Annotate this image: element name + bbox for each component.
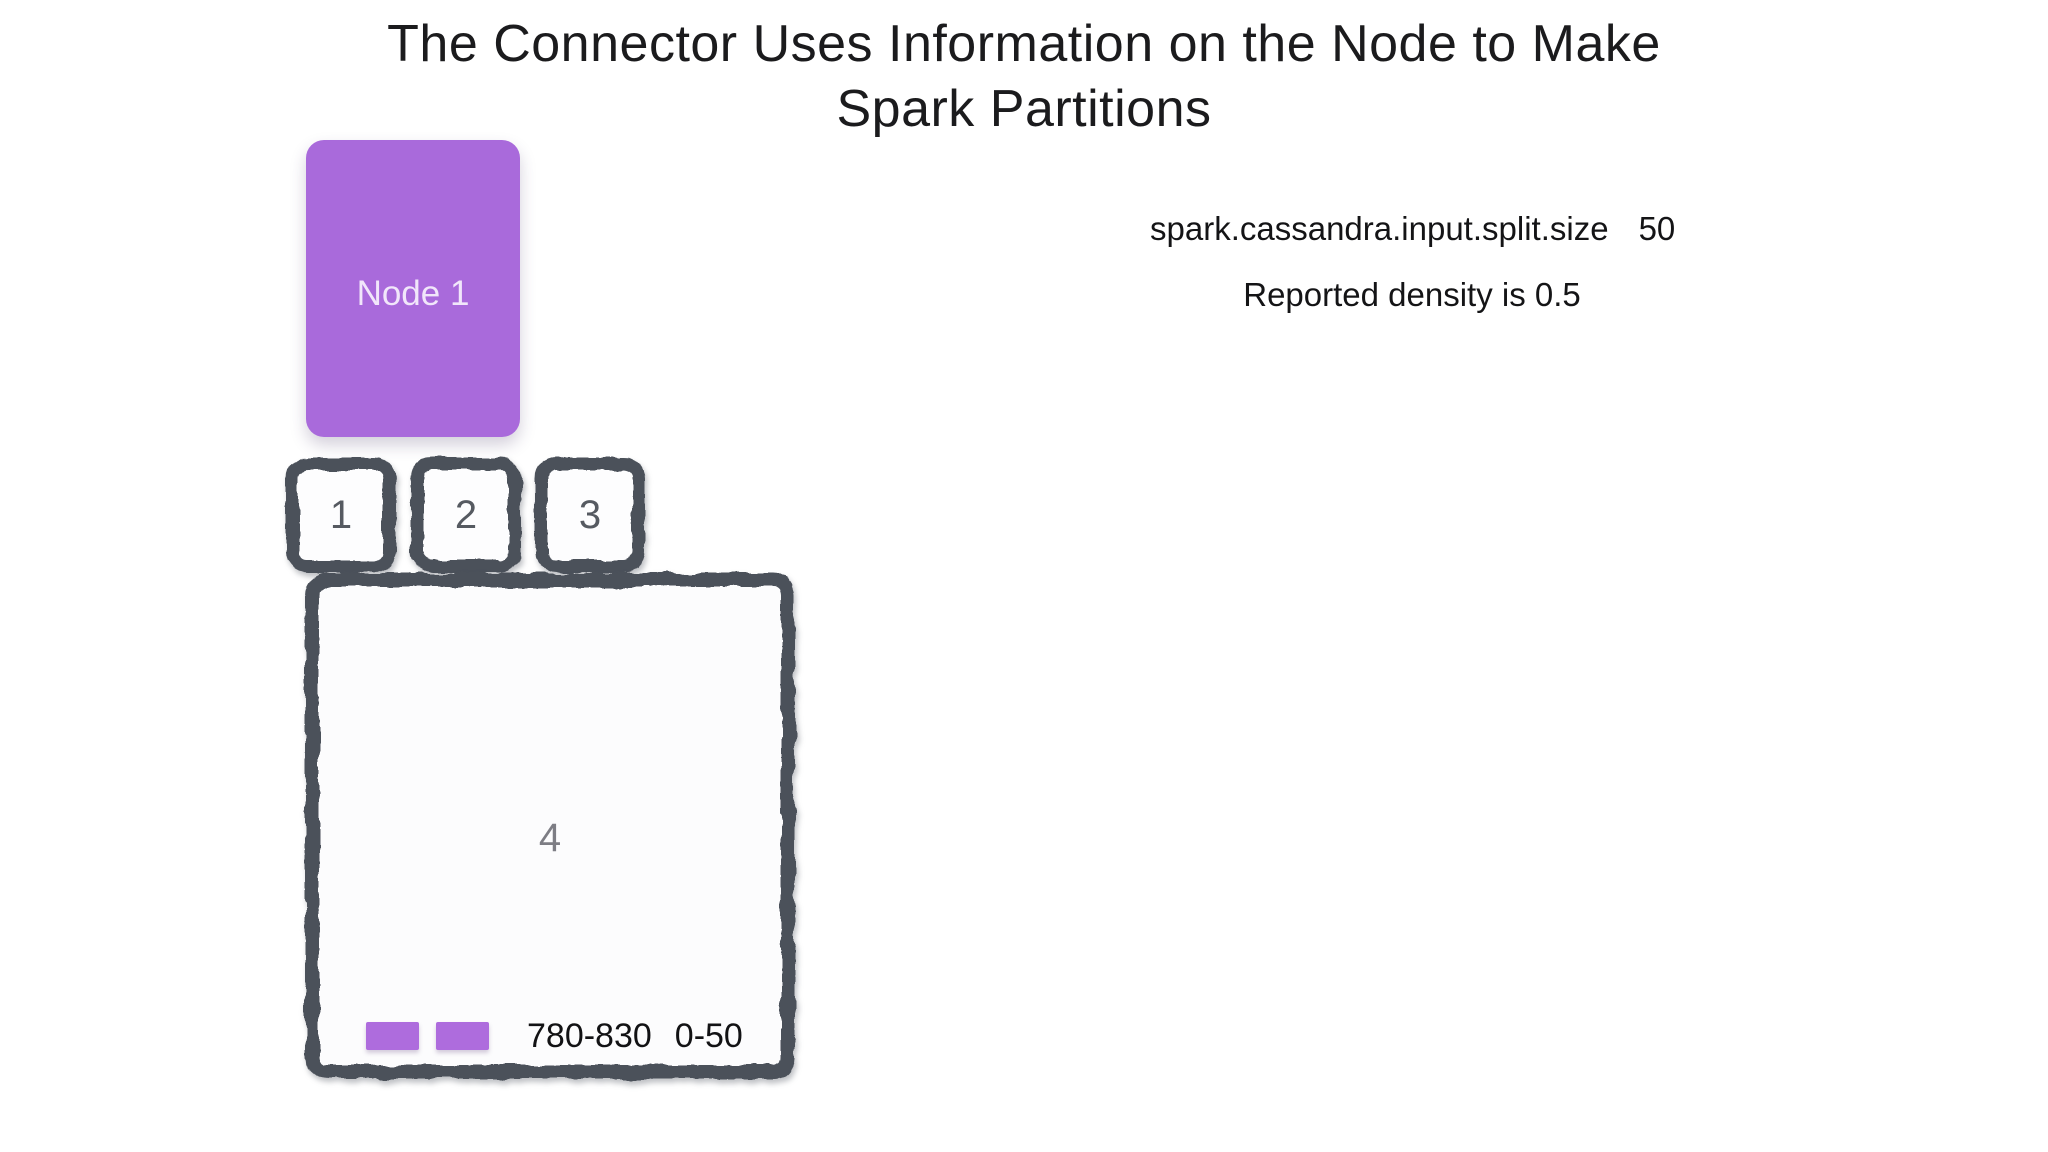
sketchy-border	[535, 457, 645, 573]
spark-partition-box: 4 780-830 0-50	[302, 570, 798, 1082]
token-range-values-1: 780-830	[527, 1016, 652, 1055]
token-chunk-chip	[436, 1022, 489, 1050]
token-range-values-2: 0-50	[674, 1016, 743, 1055]
token-range-box-3-label: 3	[578, 492, 602, 537]
sketchy-border	[286, 457, 396, 573]
token-range-box-2: 2	[408, 454, 524, 576]
slide-title-line2: Spark Partitions	[836, 80, 1212, 138]
slide-title-line1: The Connector Uses Information on the No…	[387, 15, 1661, 73]
token-range-box-2-label: 2	[454, 492, 478, 537]
sketchy-border	[411, 457, 521, 573]
node-card-label: Node 1	[356, 273, 470, 313]
token-range-box-1-label: 1	[329, 492, 353, 537]
slide-title: The Connector Uses Information on the No…	[0, 12, 2048, 142]
config-property-name: spark.cassandra.input.split.size	[1150, 210, 1609, 247]
node-card: Node 1	[306, 140, 520, 437]
config-density-line: Reported density is 0.5	[1243, 276, 1581, 313]
config-split-size-line: spark.cassandra.input.split.size 50	[1150, 210, 1676, 248]
sketchy-border	[305, 573, 795, 1079]
partition-token-chunks-row: 780-830 0-50	[366, 1016, 743, 1056]
token-range-box-1: 1	[283, 454, 399, 576]
config-property-value: 50	[1638, 210, 1676, 247]
token-range-box-3: 3	[532, 454, 648, 576]
token-chunk-chip	[366, 1022, 419, 1050]
config-annotation: spark.cassandra.input.split.size 50 Repor…	[1150, 210, 1676, 314]
spark-partition-box-label: 4	[538, 816, 562, 860]
